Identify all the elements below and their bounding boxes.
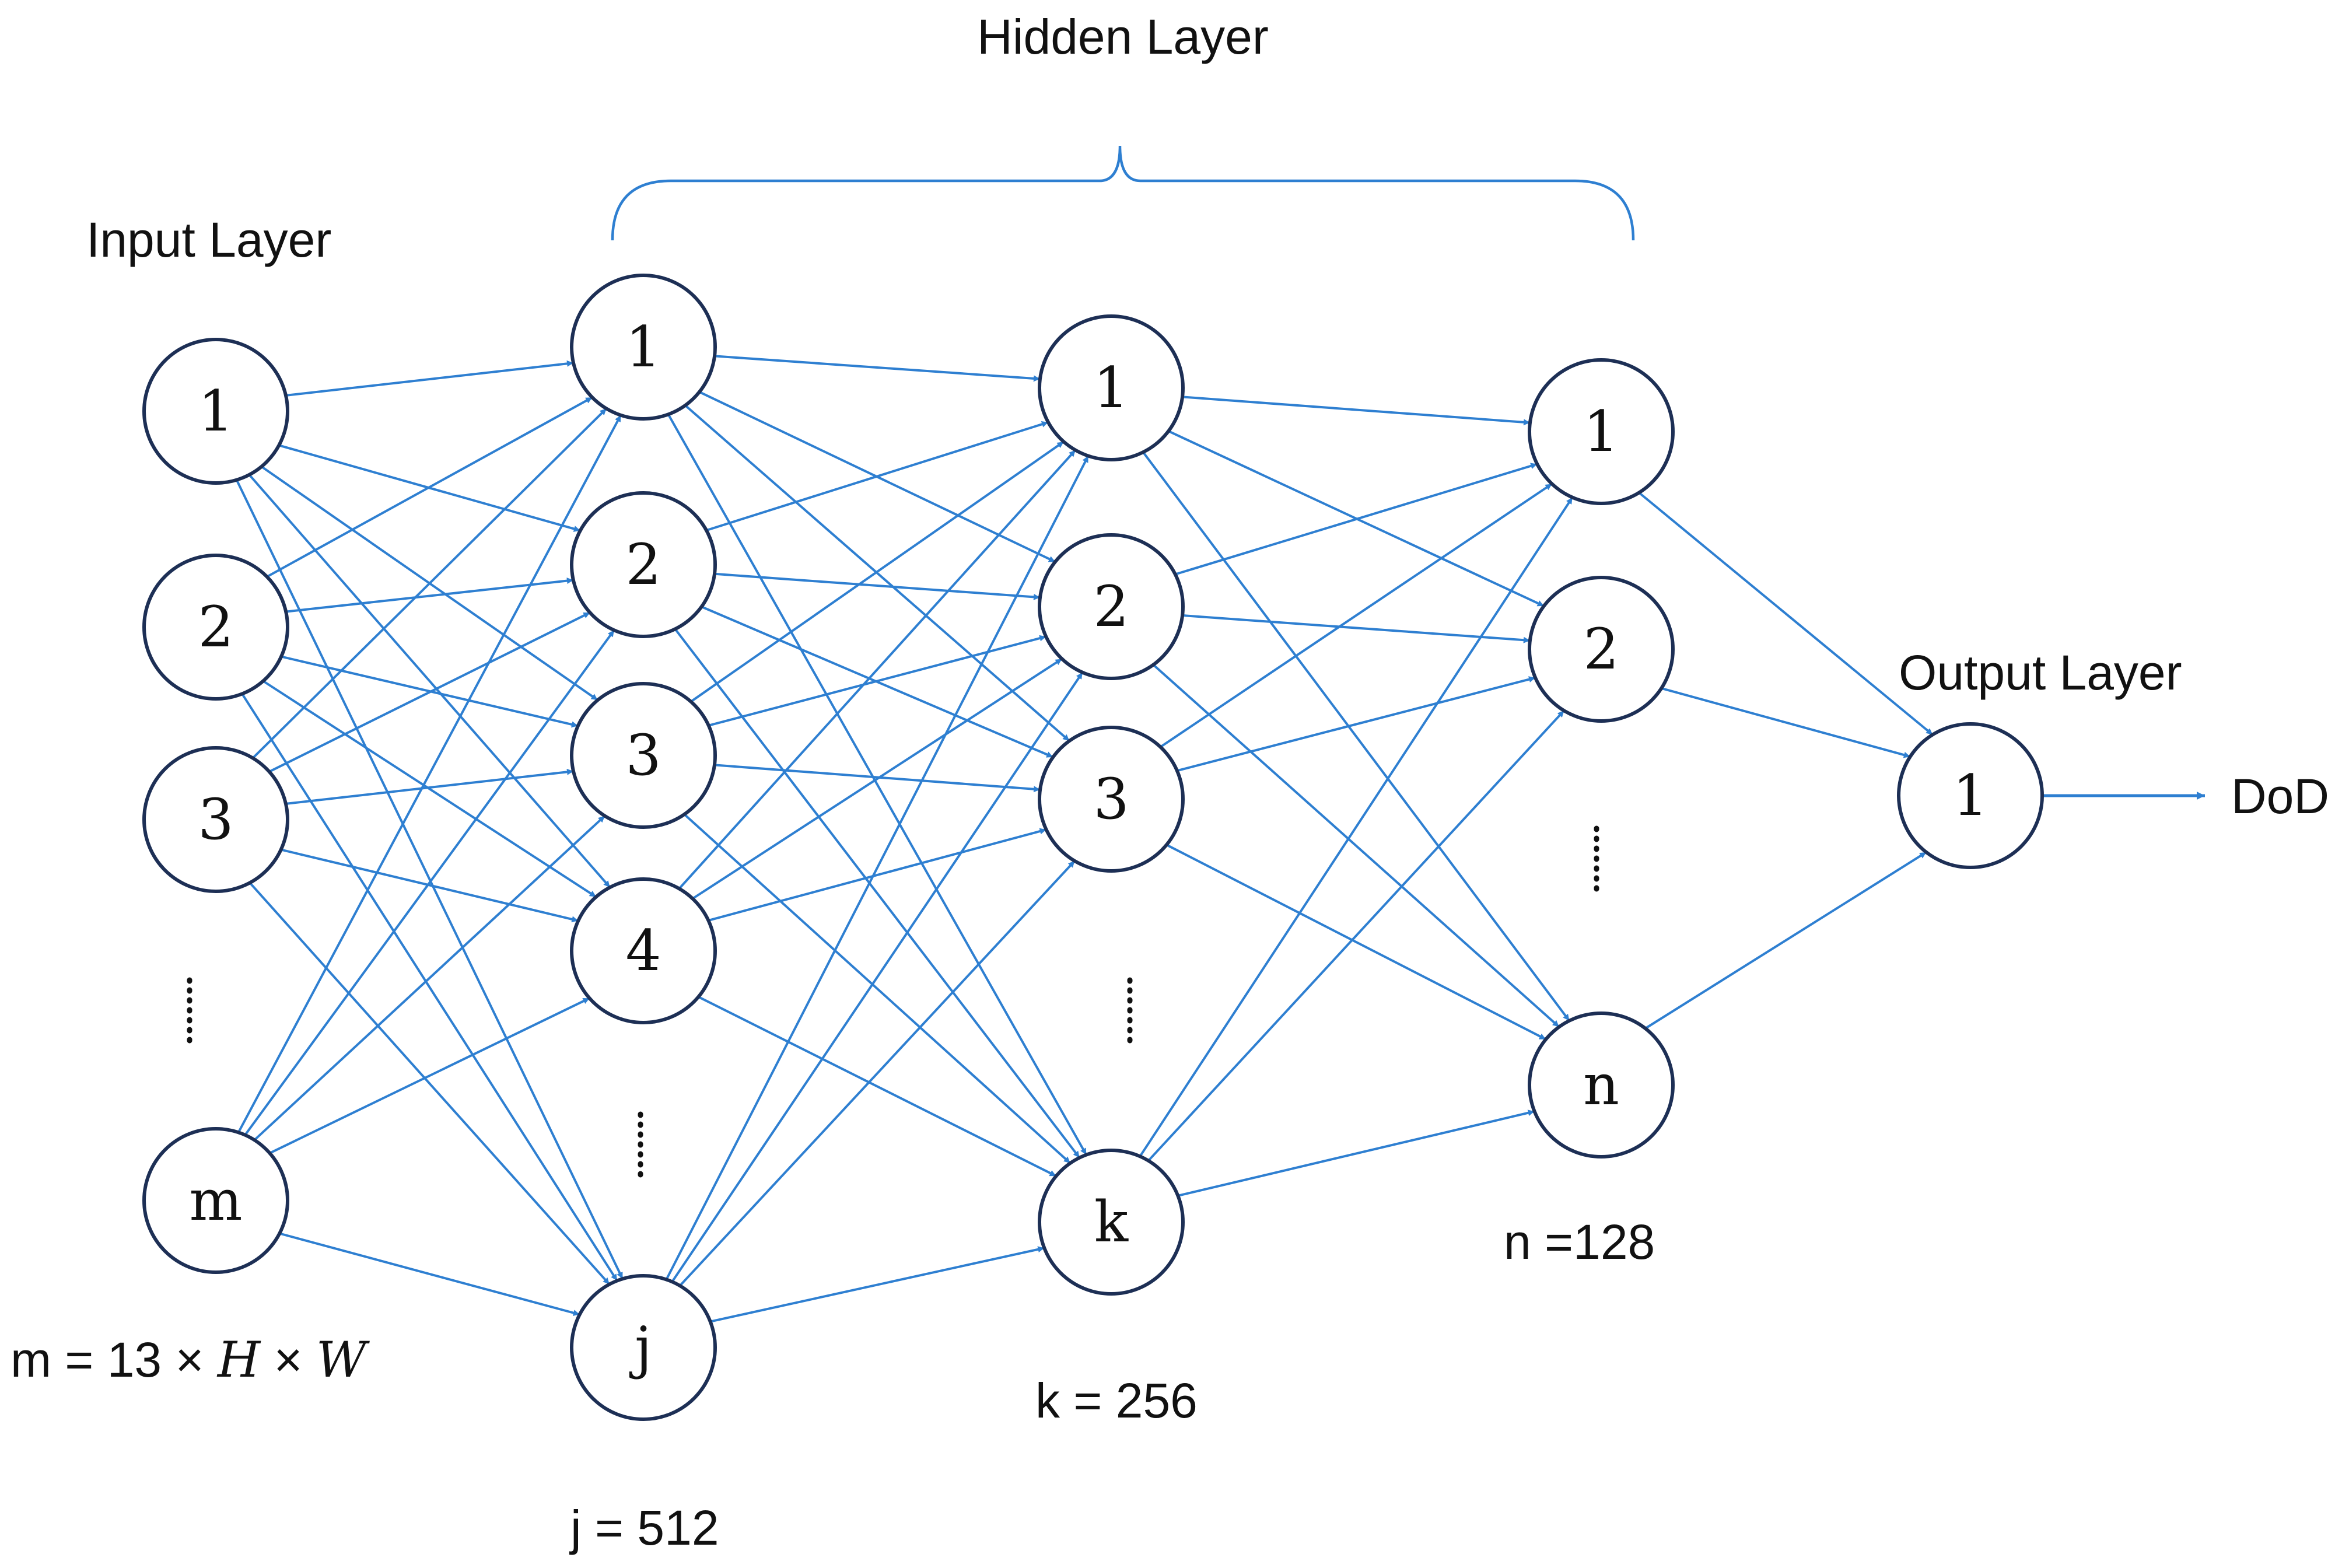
- edge-hidden2-0-to-hidden3-0: [1182, 396, 1531, 426]
- hidden2-size-label: k = 256: [1035, 1373, 1198, 1428]
- edge-hidden1-0-to-hidden2-0: [714, 355, 1041, 382]
- input-layer: 1 2 3 m: [142, 338, 289, 1274]
- hidden-layer-2: 1 2 3 k: [1038, 314, 1185, 1296]
- edge-input-0-to-hidden1-4: [235, 479, 624, 1280]
- edge-input-3-to-hidden1-4: [279, 1232, 580, 1316]
- edge-hidden1-4-to-hidden2-2: [679, 860, 1076, 1287]
- svg-text:1: 1: [1583, 399, 1619, 464]
- hidden-layer-title: Hidden Layer: [977, 9, 1269, 64]
- hidden1-node-1: 1: [570, 274, 717, 421]
- hidden-layer-1: 1 2 3 4 j: [570, 274, 717, 1421]
- output-layer-title: Output Layer: [1899, 645, 2182, 700]
- edge-hidden2-1-to-hidden3-1: [1182, 614, 1531, 643]
- edge-input-2-to-hidden1-3: [281, 848, 579, 923]
- hidden2-node-2: 2: [1038, 533, 1185, 680]
- edge-hidden1-0-to-hidden2-2: [684, 404, 1070, 742]
- hidden-layer-3: 1 2 n: [1528, 358, 1675, 1158]
- edge-hidden2-3-to-hidden3-1: [1147, 709, 1565, 1162]
- edge-input-0-to-hidden1-0: [285, 360, 574, 397]
- edge-input-3-to-hidden1-2: [253, 815, 606, 1141]
- svg-text:4: 4: [625, 918, 661, 984]
- svg-text:k: k: [1094, 1189, 1129, 1255]
- edge-hidden1-1-to-hidden2-1: [714, 572, 1041, 600]
- hidden2-node-1: 1: [1038, 314, 1185, 461]
- edge-hidden1-2-to-hidden2-1: [708, 635, 1046, 727]
- hidden1-size-label: j = 512: [569, 1500, 719, 1555]
- hidden1-node-3: 3: [570, 682, 717, 829]
- edge-hidden1-4-to-hidden2-0: [665, 455, 1090, 1280]
- edge-hidden2-1-to-hidden3-0: [1175, 463, 1538, 576]
- edge-hidden1-4-to-hidden2-1: [671, 671, 1084, 1283]
- edge-hidden2-2-to-hidden3-2: [1165, 844, 1547, 1041]
- input-node-3: 3: [142, 746, 289, 893]
- edge-hidden2-2-to-hidden3-0: [1160, 482, 1553, 748]
- edge-input-1-to-hidden1-4: [241, 693, 618, 1282]
- edge-hidden2-0-to-hidden3-2: [1142, 451, 1570, 1022]
- edge-input-2-to-hidden1-2: [285, 768, 574, 805]
- edge-input-2-to-hidden1-4: [248, 881, 611, 1286]
- edge-hidden1-1-to-hidden2-3: [674, 628, 1081, 1158]
- hidden3-node-1: 1: [1528, 358, 1675, 505]
- edge-input-3-to-hidden1-0: [237, 414, 622, 1133]
- connection-edges: [235, 355, 1934, 1323]
- hidden2-node-k: k: [1038, 1149, 1185, 1296]
- output-layer: 1: [1897, 722, 2044, 869]
- hidden1-node-2: 2: [570, 491, 717, 638]
- hidden2-node-3: 3: [1038, 726, 1185, 873]
- svg-text:2: 2: [625, 532, 661, 597]
- edge-hidden2-1-to-hidden3-2: [1152, 664, 1560, 1028]
- svg-text:3: 3: [198, 787, 233, 852]
- hidden1-node-j: j: [570, 1274, 717, 1421]
- input-node-m: m: [142, 1127, 289, 1274]
- svg-text:1: 1: [1952, 763, 1988, 828]
- edge-hidden3-2-to-output-0: [1644, 851, 1927, 1030]
- svg-text:3: 3: [1093, 766, 1129, 832]
- hidden3-size-label: n =128: [1504, 1214, 1655, 1269]
- svg-text:n: n: [1583, 1052, 1619, 1118]
- edge-input-3-to-hidden1-1: [244, 629, 615, 1136]
- input-node-2: 2: [142, 554, 289, 701]
- edge-hidden1-3-to-hidden2-1: [692, 657, 1063, 900]
- edge-hidden1-2-to-hidden2-0: [690, 440, 1065, 703]
- edge-input-3-to-hidden1-3: [269, 997, 590, 1154]
- svg-text:3: 3: [625, 723, 661, 788]
- edge-hidden2-2-to-hidden3-1: [1177, 676, 1536, 772]
- input-layer-title: Input Layer: [86, 212, 331, 267]
- edge-input-2-to-hidden1-1: [268, 611, 591, 773]
- edge-input-1-to-hidden1-0: [266, 396, 593, 578]
- edge-input-0-to-hidden1-3: [248, 474, 611, 888]
- input-size-label: m = 13 × H × W: [10, 1331, 370, 1388]
- edge-hidden3-0-to-output-0: [1638, 491, 1934, 736]
- svg-text:m: m: [189, 1168, 242, 1233]
- hidden-layer-brace: [611, 145, 1635, 241]
- edge-hidden2-3-to-hidden3-0: [1139, 496, 1574, 1157]
- edge-hidden1-1-to-hidden2-0: [706, 421, 1049, 532]
- edge-hidden1-3-to-hidden2-2: [708, 828, 1047, 922]
- edge-hidden1-2-to-hidden2-3: [683, 813, 1072, 1164]
- edge-hidden1-2-to-hidden2-2: [714, 764, 1041, 793]
- svg-text:1: 1: [198, 379, 233, 444]
- edge-hidden1-4-to-hidden2-3: [710, 1246, 1045, 1323]
- input-node-1: 1: [142, 338, 289, 485]
- svg-text:1: 1: [1093, 355, 1129, 421]
- edge-input-1-to-hidden1-3: [262, 680, 597, 898]
- hidden1-node-4: 4: [570, 877, 717, 1024]
- svg-text:1: 1: [625, 314, 661, 380]
- output-node-1: 1: [1897, 722, 2044, 869]
- hidden3-node-n: n: [1528, 1012, 1675, 1158]
- edge-input-1-to-hidden1-1: [285, 578, 574, 613]
- edge-hidden3-1-to-output-0: [1661, 687, 1911, 758]
- edge-hidden1-3-to-hidden2-0: [678, 449, 1077, 890]
- hidden3-node-2: 2: [1528, 576, 1675, 723]
- edge-hidden1-0-to-hidden2-3: [667, 414, 1088, 1156]
- svg-text:2: 2: [1093, 574, 1129, 639]
- svg-text:2: 2: [198, 594, 233, 660]
- output-target-label: DoD: [2231, 769, 2329, 824]
- svg-text:2: 2: [1583, 617, 1619, 682]
- edge-hidden2-3-to-hidden3-2: [1177, 1110, 1535, 1197]
- edge-hidden1-3-to-hidden2-3: [698, 996, 1057, 1177]
- edge-input-2-to-hidden1-0: [251, 407, 608, 760]
